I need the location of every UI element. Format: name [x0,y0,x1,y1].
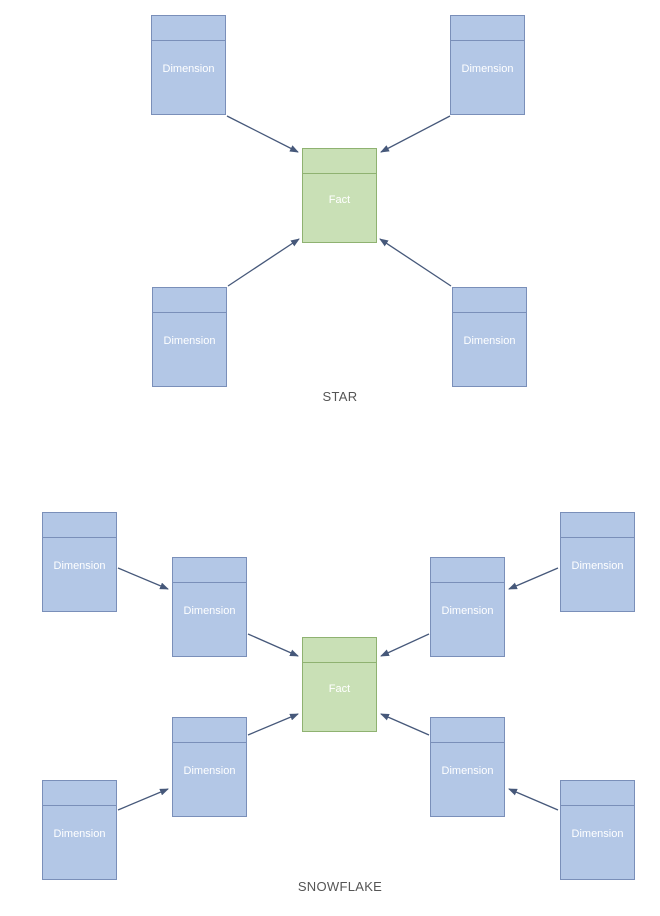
table-label: Dimension [571,828,624,840]
snowflake-outer-dimension-bottom-left: Dimension [42,780,117,880]
arrow-sf-outer-bottomright-to-inner [508,788,559,811]
table-label: Dimension [441,765,494,777]
table-header-band [451,16,524,41]
snowflake-fact-table: Fact [302,637,377,732]
table-label: Dimension [53,828,106,840]
arrow-sf-inner-topleft-to-fact [247,633,299,657]
table-label: Dimension [183,765,236,777]
arrow-sf-outer-topleft-to-inner [117,567,169,590]
arrow-star-topleft-to-fact [226,115,299,153]
star-dimension-top-right: Dimension [450,15,525,115]
arrow-sf-inner-bottomleft-to-fact [247,713,299,736]
table-label: Dimension [53,560,106,572]
snowflake-inner-dimension-bottom-left: Dimension [172,717,247,817]
table-label: Dimension [461,63,514,75]
table-header-band [561,513,634,538]
table-header-band [561,781,634,806]
star-dimension-top-left: Dimension [151,15,226,115]
table-header-band [153,288,226,313]
table-header-band [453,288,526,313]
snowflake-outer-dimension-bottom-right: Dimension [560,780,635,880]
arrow-star-bottomright-to-fact [379,238,452,287]
table-header-band [431,558,504,583]
star-dimension-bottom-left: Dimension [152,287,227,387]
arrow-sf-inner-bottomright-to-fact [380,713,430,736]
star-section-title: STAR [322,389,358,404]
table-label: Dimension [571,560,624,572]
table-header-band [431,718,504,743]
arrow-sf-outer-bottomleft-to-inner [117,788,169,811]
table-header-band [303,149,376,174]
arrow-star-bottomleft-to-fact [227,238,300,287]
snowflake-outer-dimension-top-right: Dimension [560,512,635,612]
snowflake-section-title: SNOWFLAKE [297,879,383,894]
snowflake-inner-dimension-top-right: Dimension [430,557,505,657]
star-dimension-bottom-right: Dimension [452,287,527,387]
star-fact-table: Fact [302,148,377,243]
table-header-band [152,16,225,41]
arrow-star-topright-to-fact [380,115,451,153]
table-label: Dimension [163,335,216,347]
table-header-band [303,638,376,663]
table-header-band [43,513,116,538]
table-header-band [173,718,246,743]
table-label: Dimension [162,63,215,75]
table-label: Dimension [441,605,494,617]
arrow-sf-inner-topright-to-fact [380,633,430,657]
snowflake-inner-dimension-bottom-right: Dimension [430,717,505,817]
table-label: Dimension [463,335,516,347]
snowflake-inner-dimension-top-left: Dimension [172,557,247,657]
snowflake-outer-dimension-top-left: Dimension [42,512,117,612]
table-header-band [43,781,116,806]
table-header-band [173,558,246,583]
arrow-sf-outer-topright-to-inner [508,567,559,590]
table-label: Fact [328,682,351,695]
table-label: Fact [328,193,351,206]
table-label: Dimension [183,605,236,617]
